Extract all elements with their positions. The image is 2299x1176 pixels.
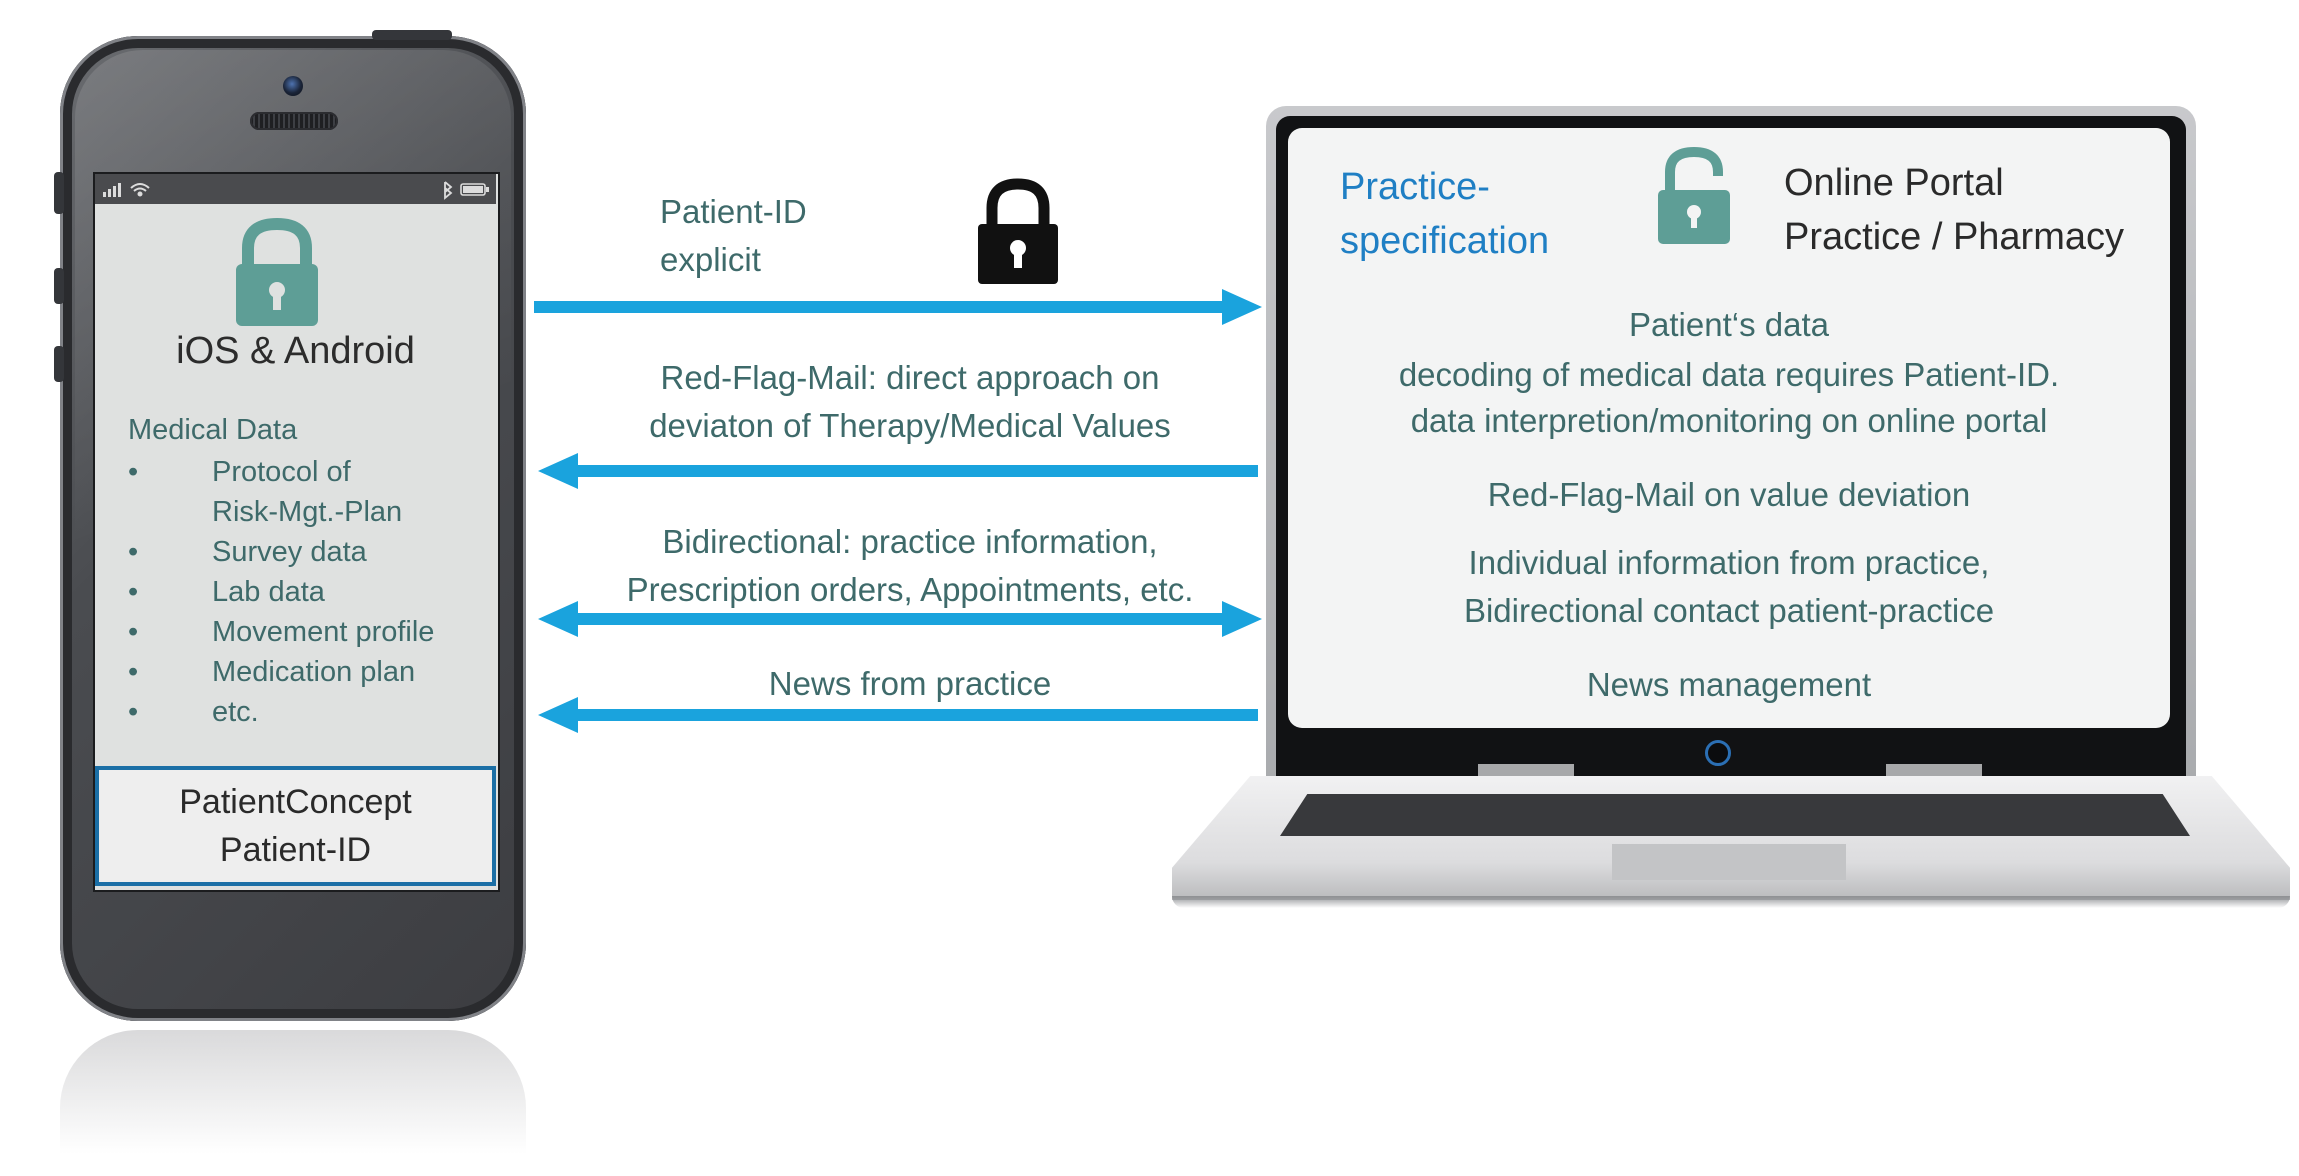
- locked-padlock-icon: [978, 178, 1058, 284]
- patient-id-label: Patient-ID explicit: [660, 188, 920, 284]
- unlocked-padlock-icon: [1658, 146, 1730, 244]
- medical-data-list: • Protocol of Risk-Mgt.-Plan • Survey data…: [128, 452, 488, 732]
- laptop-shadow: [1172, 896, 2290, 908]
- news-from-practice-label: News from practice: [560, 660, 1260, 708]
- unlocked-padlock-icon: [236, 218, 318, 326]
- signal-icon: [103, 183, 121, 197]
- wifi-icon: [130, 183, 150, 197]
- status-bar: [95, 174, 496, 204]
- list-item-text: Lab data: [212, 576, 325, 608]
- patient-box-title: PatientConcept: [179, 783, 412, 821]
- phone-volume-down-button: [54, 346, 64, 382]
- bullet: •: [128, 536, 139, 568]
- bullet: •: [128, 616, 139, 648]
- bullet: •: [128, 696, 139, 728]
- webcam-icon: [1705, 740, 1731, 766]
- phone-volume-up-button: [54, 268, 64, 304]
- bullet: •: [128, 656, 139, 688]
- red-flag-mail-label: Red-Flag-Mail: direct approach on deviat…: [560, 354, 1260, 450]
- patient-box-id: Patient-ID: [219, 831, 372, 869]
- patient-id-box: PatientConcept Patient-ID: [95, 766, 496, 886]
- os-label: iOS & Android: [176, 330, 415, 372]
- laptop-hinge-left: [1478, 764, 1574, 778]
- arrow-label-line2: deviaton of Therapy/Medical Values: [649, 407, 1171, 444]
- battery-icon: [460, 183, 489, 196]
- list-item: • Movement profile: [128, 612, 488, 652]
- list-item: • etc.: [128, 692, 488, 732]
- practice-specification-title: Practice- specification: [1340, 160, 1549, 268]
- speaker-grille: [250, 112, 338, 130]
- practice-spec-line2: specification: [1340, 220, 1550, 262]
- list-item-text: etc.: [212, 696, 259, 728]
- arrow-label-line1: News from practice: [768, 665, 1052, 702]
- camera-icon: [283, 76, 303, 96]
- arrow-red-flag: [538, 453, 1258, 489]
- bluetooth-icon: [444, 181, 453, 200]
- keyboard-area: [1280, 794, 2190, 836]
- list-item: • Medication plan: [128, 652, 488, 692]
- bullet: •: [128, 576, 139, 608]
- bidirectional-label: Bidirectional: practice information, Pre…: [560, 518, 1260, 614]
- arrow-patient-id: [534, 289, 1262, 325]
- list-item: • Survey data: [128, 532, 488, 572]
- arrow-label-line2: Prescription orders, Appointments, etc.: [626, 571, 1194, 608]
- list-item: • Lab data: [128, 572, 488, 612]
- phone-side-button: [54, 172, 64, 214]
- interpretation-text: data interpretion/monitoring on online p…: [1410, 402, 2048, 439]
- arrow-label-line1: Bidirectional: practice information,: [662, 523, 1158, 560]
- phone-reflection: [60, 1030, 526, 1176]
- arrow-label-line2: explicit: [660, 241, 761, 278]
- arrow-label-line1: Red-Flag-Mail: direct approach on: [660, 359, 1160, 396]
- list-item-text: Movement profile: [212, 616, 435, 648]
- status-bar-icons: [103, 181, 489, 200]
- news-management-text: News management: [1586, 666, 1872, 703]
- arrow-news: [538, 697, 1258, 733]
- decoding-text: decoding of medical data requires Patien…: [1398, 356, 2060, 393]
- arrow-bidirectional: [538, 601, 1262, 637]
- list-item-text: Protocol of: [212, 456, 351, 488]
- patients-data-label: Patient‘s data: [1629, 306, 1829, 343]
- portal-title-line1: Online Portal: [1784, 162, 2004, 204]
- list-item-text: Risk-Mgt.-Plan: [212, 496, 403, 528]
- arrow-label-line1: Patient-ID: [660, 193, 807, 230]
- list-item-text: Survey data: [212, 536, 367, 568]
- phone-power-button: [372, 30, 452, 40]
- laptop-hinge-right: [1886, 764, 1982, 778]
- touchpad: [1612, 844, 1846, 880]
- medical-data-title: Medical Data: [128, 414, 298, 446]
- list-item: • Protocol of: [128, 452, 488, 492]
- list-item-text: Medication plan: [212, 656, 416, 688]
- list-item: Risk-Mgt.-Plan: [128, 492, 488, 532]
- portal-title-line2: Practice / Pharmacy: [1784, 216, 2124, 258]
- individual-info-text: Individual information from practice,: [1468, 544, 1990, 581]
- bullet: •: [128, 456, 139, 488]
- red-flag-text: Red-Flag-Mail on value deviation: [1487, 476, 1971, 513]
- practice-spec-line1: Practice-: [1340, 166, 1490, 208]
- online-portal-title: Online Portal Practice / Pharmacy: [1784, 156, 2124, 264]
- bidirectional-contact-text: Bidirectional contact patient-practice: [1463, 592, 1995, 629]
